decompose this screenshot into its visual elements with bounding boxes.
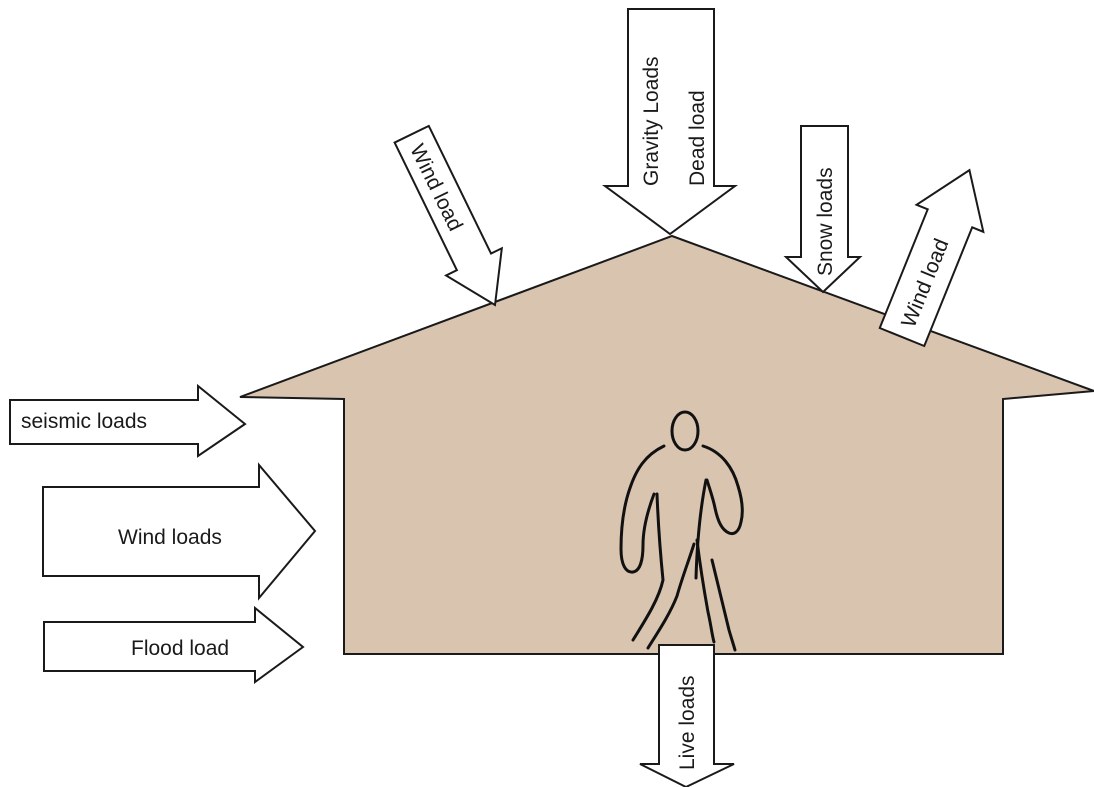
seismic-loads-arrow: seismic loads [9,383,247,458]
wind-loads-arrow: Wind loads [42,462,317,601]
wind-load-roof-left-arrow: Wind load [393,124,504,307]
snow-loads-label: Snow loads [814,167,837,276]
snow-loads-arrow: Snow loads [783,125,863,294]
wind-load-roof-right-arrow: Wind load [878,168,985,348]
dead-load-label: Dead load [686,90,709,186]
person-walking-icon [619,410,744,652]
house-silhouette [239,234,1094,655]
flood-load-label: Flood load [131,637,229,660]
gravity-load-arrow: Gravity Loads Dead load [601,8,739,236]
live-loads-label: Live loads [676,675,699,770]
wind-loads-label: Wind loads [118,526,222,549]
flood-load-arrow: Flood load [43,605,305,684]
seismic-loads-label: seismic loads [21,410,147,433]
gravity-loads-label: Gravity Loads [640,56,663,186]
live-loads-arrow: Live loads [639,644,735,787]
